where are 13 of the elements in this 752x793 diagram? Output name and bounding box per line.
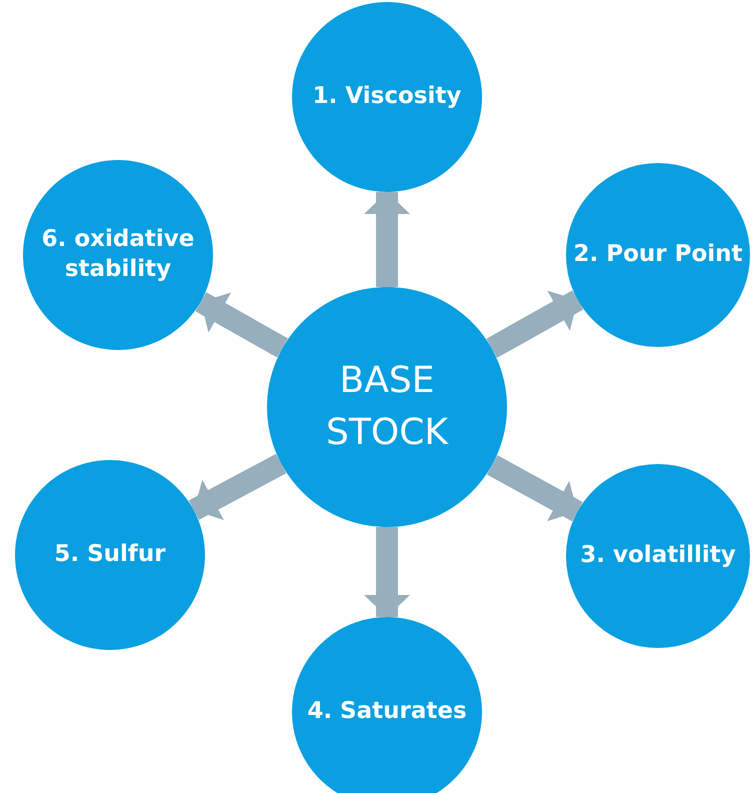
block-arrow — [486, 290, 584, 358]
block-arrow — [486, 455, 583, 522]
block-arrow — [195, 292, 288, 358]
circle-label: 2. Pour Point — [573, 240, 743, 270]
circle-label: 1. Viscosity — [312, 82, 462, 112]
circle-label: BASE STOCK — [325, 358, 450, 455]
block-arrow — [188, 454, 286, 520]
circle-label: 6. oxidative stability — [40, 225, 196, 284]
circle-label: 4. Saturates — [307, 697, 467, 726]
block-arrow — [364, 527, 410, 617]
circle-label: 5. Sulfur — [54, 540, 166, 570]
circle-label: 3. volatillity — [580, 541, 736, 570]
block-arrow — [364, 192, 410, 287]
